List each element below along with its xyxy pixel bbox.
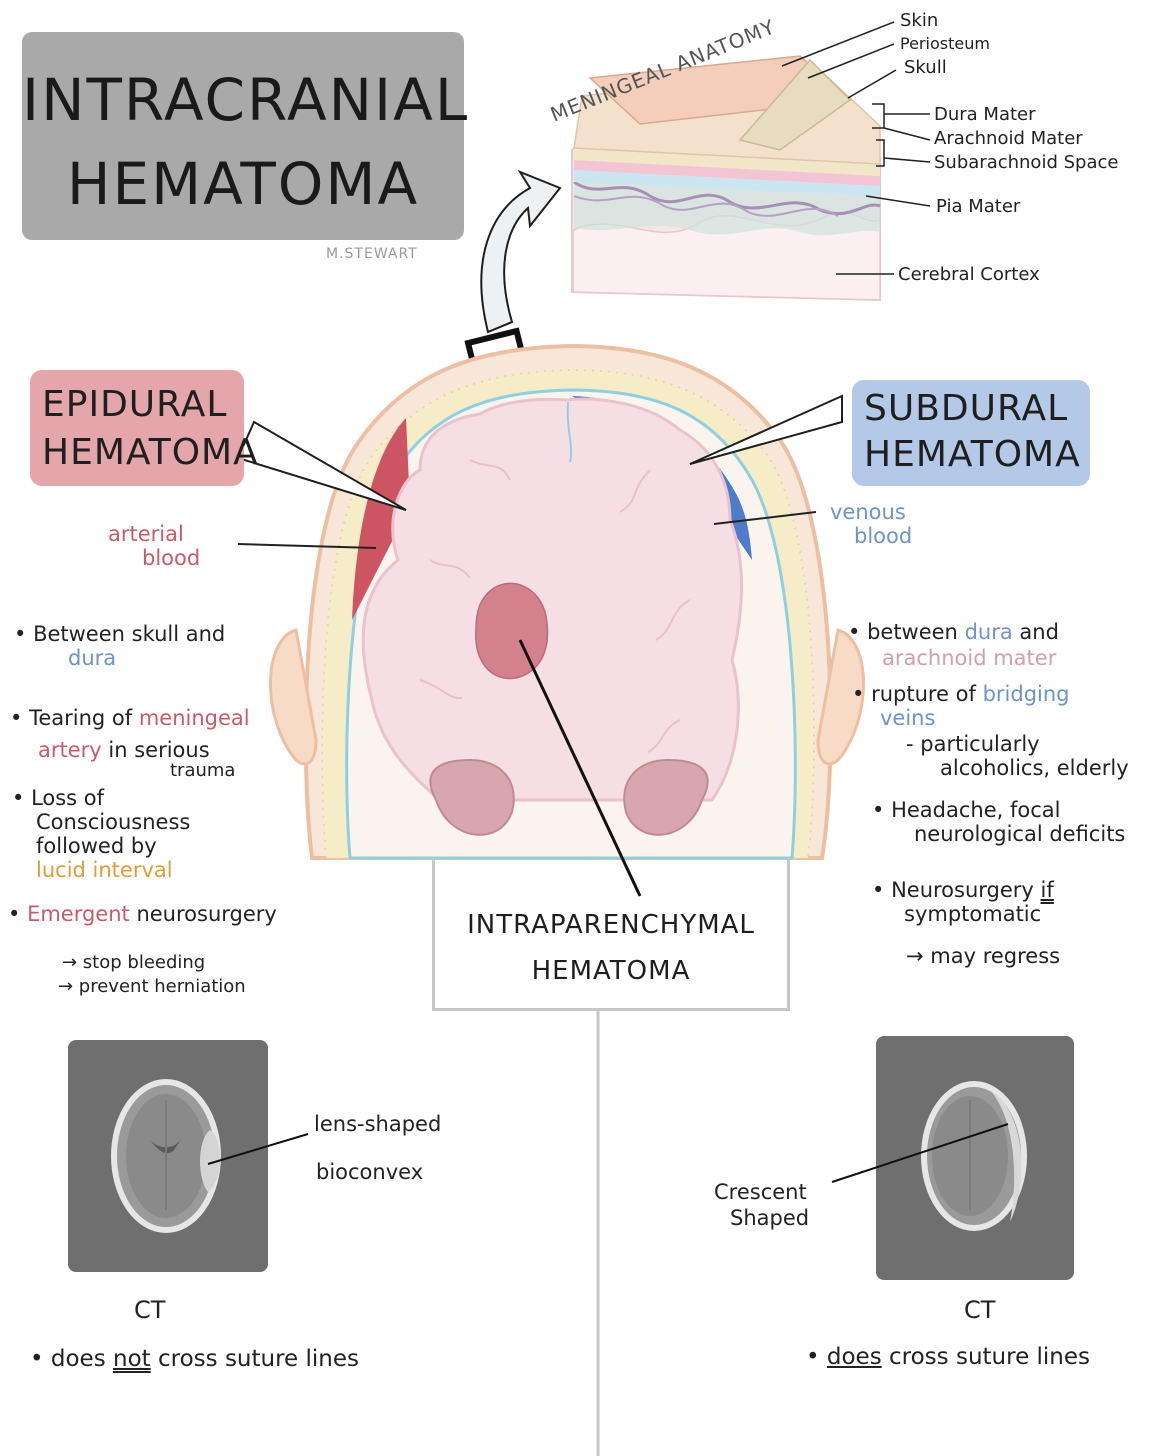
- subdural-bullet-2-bridging: bridging: [982, 682, 1070, 706]
- subdural-label-box: SUBDURAL HEMATOMA: [852, 380, 1090, 486]
- layer-label-cerebral-cortex: Cerebral Cortex: [898, 264, 1040, 285]
- subdural-bullet-2-text: rupture of: [871, 682, 976, 706]
- epidural-bullet-4-emergent: Emergent: [27, 902, 130, 926]
- subdural-suture-rest: cross suture lines: [889, 1344, 1091, 1370]
- subdural-bullet-3-deficits: neurological deficits: [914, 822, 1126, 846]
- subdural-bullet-2-alcoholics-elderly: alcoholics, elderly: [940, 756, 1129, 780]
- layer-label-periosteum: Periosteum: [900, 34, 990, 53]
- subdural-bullet-2-particularly: - particularly: [906, 732, 1040, 756]
- epidural-ct-note-bioconvex: bioconvex: [316, 1160, 424, 1184]
- epidural-bullet-2-text: Tearing of: [29, 706, 133, 730]
- epidural-label-line-1: EPIDURAL: [42, 384, 228, 425]
- epidural-bullet-1-dura: dura: [68, 646, 117, 670]
- subdural-bullet-1-and: and: [1019, 620, 1059, 644]
- epidural-bullet-4: • Emergent neurosurgery: [8, 902, 277, 926]
- epidural-ct-label: CT: [134, 1296, 166, 1324]
- layer-label-skin: Skin: [900, 10, 939, 31]
- intraparenchymal-label-line-2: HEMATOMA: [531, 956, 691, 986]
- arterial-blood-label-1: arterial: [108, 522, 184, 546]
- epidural-bullet-3-consciousness: Consciousness: [36, 810, 191, 834]
- epidural-bullet-2: • Tearing of meningeal: [10, 706, 250, 730]
- epidural-bullet-1: • Between skull and: [14, 622, 226, 646]
- subdural-ct-note-shaped: Shaped: [730, 1206, 810, 1230]
- epidural-bullet-1-text: Between skull and: [33, 622, 226, 646]
- meningeal-layers-block: [571, 21, 931, 302]
- subdural-suture-does: does: [826, 1344, 882, 1370]
- subdural-label-line-2: HEMATOMA: [864, 434, 1081, 475]
- subdural-bullet-2: • rupture of bridging: [852, 682, 1070, 706]
- subdural-bullet-1-text: between: [867, 620, 958, 644]
- subdural-bullet-4-symptomatic: symptomatic: [904, 902, 1042, 926]
- subdural-bullet-3: • Headache, focal: [872, 798, 1061, 822]
- venous-blood-label-1: venous: [830, 500, 906, 524]
- epidural-bullet-4-neurosurgery: neurosurgery: [136, 902, 277, 926]
- subdural-bullet-2-veins: veins: [880, 706, 936, 730]
- intraparenchymal-label-line-1: INTRAPARENCHYMAL: [467, 910, 755, 940]
- epidural-bullet-3-lucid-interval: lucid interval: [36, 858, 173, 882]
- subdural-suture-note: • does cross suture lines: [806, 1344, 1091, 1370]
- epidural-label-box: EPIDURAL HEMATOMA: [30, 370, 258, 486]
- title-line-2: HEMATOMA: [66, 150, 420, 218]
- epidural-bullet-4-stop-bleeding: → stop bleeding: [62, 952, 206, 973]
- layer-label-pia-mater: Pia Mater: [936, 196, 1021, 217]
- epidural-bullet-3: • Loss of: [12, 786, 105, 810]
- epidural-suture-note: • does not cross suture lines: [30, 1346, 360, 1372]
- epidural-bullet-4-prevent-herniation: → prevent herniation: [58, 976, 246, 997]
- layer-label-arachnoid-mater: Arachnoid Mater: [934, 128, 1083, 149]
- epidural-bullet-2-line-2: artery in serious: [38, 738, 210, 762]
- epidural-suture-rest: cross suture lines: [158, 1346, 360, 1372]
- subdural-ct-scan: [831, 1036, 1074, 1280]
- intraparenchymal-box: INTRAPARENCHYMAL HEMATOMA: [432, 858, 790, 1011]
- epidural-bullet-3-text: Loss of: [31, 786, 105, 810]
- epidural-ct-scan: [68, 1040, 309, 1272]
- layer-label-subarachnoid-space: Subarachnoid Space: [934, 152, 1119, 173]
- author-credit: M.STEWART: [326, 246, 418, 262]
- subdural-bullet-4-if: if: [1040, 878, 1054, 902]
- subdural-ct-note-crescent: Crescent: [714, 1180, 807, 1204]
- subdural-bullet-1: • between dura and: [848, 620, 1059, 644]
- epidural-bullet-3-followed: followed by: [36, 834, 157, 858]
- subdural-bullet-1-arachnoid: arachnoid mater: [882, 646, 1057, 670]
- layer-label-dura-mater: Dura Mater: [934, 104, 1036, 125]
- epidural-suture-not: not: [113, 1346, 151, 1372]
- epidural-ct-note-lens-shaped: lens-shaped: [314, 1112, 442, 1136]
- subdural-bullet-1-dura: dura: [964, 620, 1013, 644]
- venous-blood-label-2: blood: [854, 524, 913, 548]
- title-box: INTRACRANIAL HEMATOMA: [22, 32, 470, 240]
- layer-label-skull: Skull: [904, 57, 947, 78]
- subdural-bullet-4-may-regress: → may regress: [906, 944, 1061, 968]
- subdural-bullet-3-text: Headache, focal: [891, 798, 1061, 822]
- epidural-suture-does: does: [50, 1346, 106, 1372]
- head-cross-section: [269, 343, 865, 860]
- epidural-bullet-2-serious: in serious: [108, 738, 210, 762]
- epidural-bullet-2-meningeal: meningeal: [138, 706, 250, 730]
- title-line-1: INTRACRANIAL: [22, 66, 470, 134]
- epidural-label-line-2: HEMATOMA: [42, 432, 259, 473]
- arterial-blood-label-2: blood: [142, 546, 201, 570]
- epidural-bullet-2-artery: artery: [38, 738, 102, 762]
- subdural-bullet-4: • Neurosurgery if: [872, 878, 1054, 902]
- subdural-ct-label: CT: [964, 1296, 996, 1324]
- epidural-bullet-2-trauma: trauma: [170, 760, 236, 781]
- subdural-label-line-1: SUBDURAL: [864, 388, 1069, 429]
- subdural-bullet-4-neurosurgery: Neurosurgery: [891, 878, 1034, 902]
